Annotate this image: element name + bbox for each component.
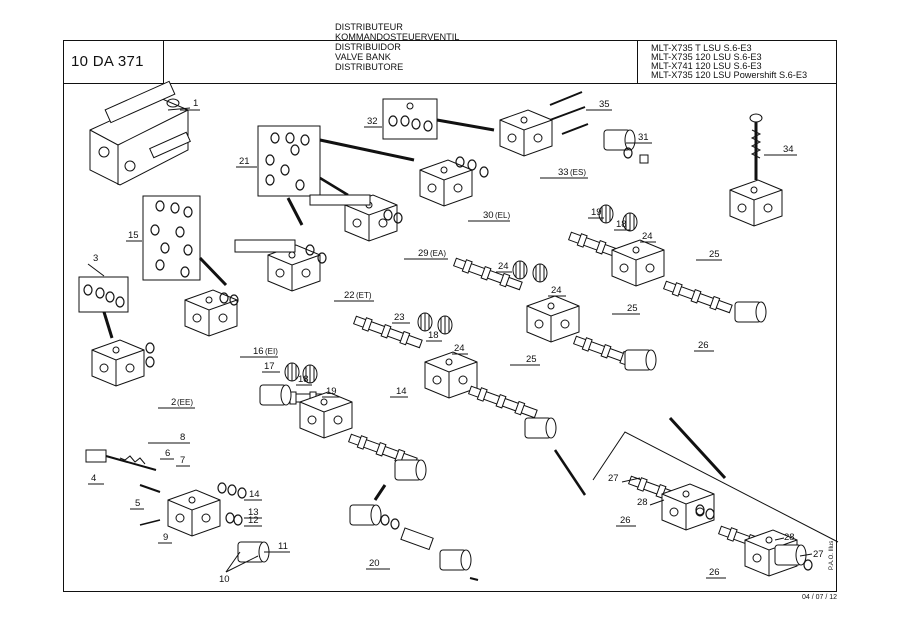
callout-8: 8 bbox=[180, 432, 185, 443]
drawing-frame bbox=[63, 40, 837, 592]
callout-21: 21 bbox=[239, 156, 250, 167]
leader-wedge bbox=[319, 176, 349, 197]
spool-assembly-30 bbox=[567, 204, 767, 323]
callout-5: 5 bbox=[135, 498, 140, 509]
callout-27: 27 bbox=[608, 473, 619, 484]
callout-9: 9 bbox=[163, 532, 168, 543]
callout-23: 23 bbox=[394, 312, 405, 323]
callout-1: 1 bbox=[193, 98, 198, 109]
callout-25: 25 bbox=[526, 354, 537, 365]
callout-15: 15 bbox=[128, 230, 139, 241]
callout-12: 12 bbox=[248, 515, 259, 526]
callout-24: 24 bbox=[551, 285, 562, 296]
model-line: MLT-X735 T LSU S.6-E3 bbox=[651, 43, 752, 53]
section-block-ei bbox=[184, 289, 239, 337]
callout-28: 28 bbox=[784, 532, 795, 543]
callout-27: 27 bbox=[813, 549, 824, 560]
seal-kit-21-box bbox=[257, 125, 321, 197]
callout-34: 34 bbox=[783, 144, 794, 155]
callout-29-section: (EA) bbox=[430, 249, 446, 258]
title-de: KOMMANDOSTEUERVENTIL bbox=[335, 32, 460, 42]
callout-18: 18 bbox=[616, 219, 627, 230]
detail-assembly-27-28 bbox=[627, 473, 813, 577]
callout-28: 28 bbox=[637, 497, 648, 508]
solenoid-assembly-20 bbox=[349, 484, 479, 581]
callout-22: 22 bbox=[344, 290, 355, 301]
callout-10: 10 bbox=[219, 574, 230, 585]
callout-11: 11 bbox=[278, 541, 288, 552]
leader-wedge bbox=[286, 197, 304, 226]
section-block-el bbox=[419, 156, 489, 207]
callout-35: 35 bbox=[599, 99, 610, 110]
callout-33: 33 bbox=[558, 167, 569, 178]
leader-wedge bbox=[553, 449, 587, 496]
callout-16-section: (EI) bbox=[265, 347, 278, 356]
callout-24: 24 bbox=[498, 261, 509, 272]
callout-20: 20 bbox=[369, 558, 380, 569]
leader-wedge bbox=[319, 138, 415, 162]
callout-29: 29 bbox=[418, 248, 429, 259]
leader-wedge bbox=[668, 416, 727, 480]
callout-26: 26 bbox=[698, 340, 709, 351]
valve-bank-assembly bbox=[89, 80, 191, 186]
section-block-et bbox=[234, 239, 327, 292]
callout-17: 17 bbox=[264, 361, 275, 372]
callout-18: 18 bbox=[428, 330, 439, 341]
callout-16: 16 bbox=[253, 346, 264, 357]
callout-14: 14 bbox=[249, 489, 260, 500]
title-it: DISTRIBUTORE bbox=[335, 62, 404, 72]
callout-24: 24 bbox=[454, 343, 465, 354]
callout-14: 14 bbox=[396, 386, 407, 397]
callout-30: 30 bbox=[483, 210, 494, 221]
callout-24: 24 bbox=[642, 231, 653, 242]
callout-22-section: (ET) bbox=[356, 291, 372, 300]
callout-13: 13 bbox=[248, 507, 259, 518]
callout-31: 31 bbox=[638, 132, 649, 143]
exploded-components-4-13 bbox=[85, 449, 270, 563]
callout-3: 3 bbox=[93, 253, 98, 264]
seal-kit-32-orings bbox=[388, 102, 433, 132]
revision-date: 04 / 07 / 12 bbox=[801, 594, 837, 601]
callout-19: 19 bbox=[591, 207, 602, 218]
callout-6: 6 bbox=[165, 448, 170, 459]
callout-26: 26 bbox=[709, 567, 720, 578]
detail-panel-outline bbox=[592, 431, 839, 543]
model-line: MLT-X735 120 LSU Powershift S.6-E3 bbox=[651, 70, 808, 80]
title-fr: DISTRIBUTEUR bbox=[335, 22, 403, 32]
callout-25: 25 bbox=[709, 249, 720, 260]
section-block-es bbox=[499, 109, 553, 157]
callout-26: 26 bbox=[620, 515, 631, 526]
callout-19: 19 bbox=[326, 386, 337, 397]
title-en: VALVE BANK bbox=[335, 52, 391, 62]
spool-assembly-16 bbox=[259, 362, 427, 481]
leader-wedge bbox=[436, 118, 495, 132]
callout-32: 32 bbox=[367, 116, 378, 127]
callout-4: 4 bbox=[91, 473, 96, 484]
pins-35 bbox=[549, 91, 589, 135]
model-list: MLT-X735 T LSU S.6-E3 MLT-X735 120 LSU S… bbox=[637, 40, 838, 83]
ref-code: 10 DA 371 bbox=[71, 53, 144, 70]
model-line: MLT-X735 120 LSU S.6-E3 bbox=[651, 52, 762, 62]
leader-wedge bbox=[102, 311, 114, 339]
leader-wedge bbox=[198, 256, 228, 287]
ref-code-box: 10 DA 371 bbox=[63, 40, 164, 83]
header-divider bbox=[63, 83, 837, 84]
callout-30-section: (EL) bbox=[495, 211, 510, 220]
callout-7: 7 bbox=[180, 455, 185, 466]
section-block-ee bbox=[91, 339, 155, 387]
callout-2: 2 bbox=[171, 397, 176, 408]
spool-assembly-22 bbox=[352, 312, 557, 439]
model-line: MLT-X741 120 LSU S.6-E3 bbox=[651, 61, 762, 71]
relief-valve-31 bbox=[603, 129, 649, 164]
callouts: 1 2 (EE) 3 4 5 6 7 8 9 10 11 12 13 14 14… bbox=[87, 98, 824, 585]
callout-18: 18 bbox=[298, 374, 309, 385]
callout-33-section: (ES) bbox=[570, 168, 586, 177]
section-block-ea bbox=[309, 194, 403, 242]
callout-2-section: (EE) bbox=[177, 398, 193, 407]
title-es: DISTRIBUIDOR bbox=[335, 42, 401, 52]
callout-25: 25 bbox=[627, 303, 638, 314]
section-block-34 bbox=[729, 113, 783, 227]
seal-kit-32-box bbox=[382, 98, 438, 140]
